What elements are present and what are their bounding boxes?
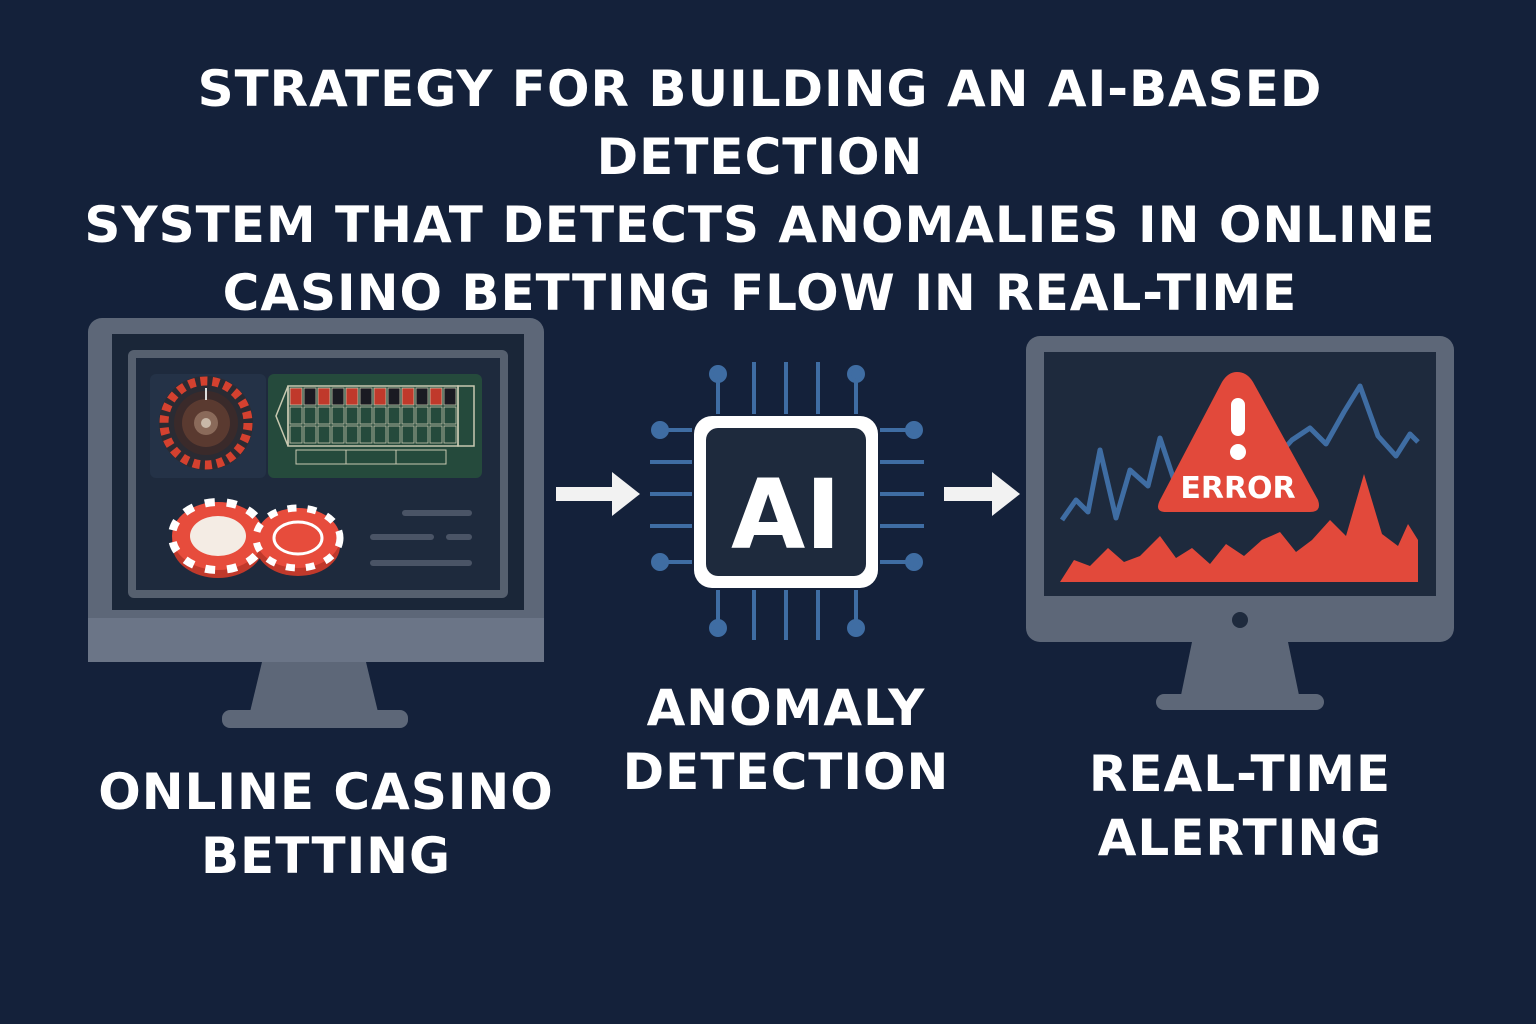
table-cell xyxy=(303,406,317,425)
table-cell xyxy=(359,387,373,406)
table-cell xyxy=(331,406,345,425)
step-label-real-time-alerting: REAL-TIME ALERTING xyxy=(1040,742,1440,870)
table-cell xyxy=(415,425,429,444)
table-cell xyxy=(331,387,345,406)
table-cell xyxy=(317,425,331,444)
step-label-line: ONLINE CASINO xyxy=(98,763,554,821)
title-line: STRATEGY FOR BUILDING AN AI-BASED DETECT… xyxy=(197,60,1323,186)
table-cell xyxy=(331,425,345,444)
table-cell xyxy=(429,425,443,444)
table-cell xyxy=(373,406,387,425)
circuit-pad xyxy=(651,553,669,571)
table-cell xyxy=(289,406,303,425)
title-line: CASINO BETTING FLOW IN REAL-TIME xyxy=(222,264,1298,322)
text-line-placeholders xyxy=(370,510,472,566)
table-cell xyxy=(373,387,387,406)
anomaly-area xyxy=(1060,474,1418,582)
table-cell xyxy=(443,406,457,425)
alert-monitor-icon: ERROR xyxy=(1026,336,1454,710)
table-cell xyxy=(443,387,457,406)
table-cell xyxy=(429,406,443,425)
arrow-icon xyxy=(944,472,1020,516)
table-cell xyxy=(401,425,415,444)
table-cell xyxy=(401,387,415,406)
table-cell xyxy=(387,425,401,444)
roulette-wheel-icon xyxy=(159,376,253,470)
table-cell xyxy=(345,387,359,406)
table-cell xyxy=(317,387,331,406)
title-line: SYSTEM THAT DETECTS ANOMALIES IN ONLINE xyxy=(84,196,1436,254)
table-cell xyxy=(415,387,429,406)
roulette-table-icon xyxy=(268,374,482,478)
poker-chip-icon xyxy=(252,504,344,576)
circuit-pad xyxy=(847,619,865,637)
table-cell xyxy=(443,425,457,444)
table-cell xyxy=(303,387,317,406)
arrow-icon xyxy=(556,472,640,516)
step-label-line: ALERTING xyxy=(1097,809,1383,867)
table-cell xyxy=(401,406,415,425)
circuit-pad xyxy=(905,421,923,439)
step-label-line: ANOMALY xyxy=(646,679,926,737)
table-cell xyxy=(345,425,359,444)
table-cell xyxy=(429,387,443,406)
table-cell xyxy=(289,425,303,444)
circuit-pad xyxy=(709,619,727,637)
table-cell xyxy=(387,406,401,425)
chip-label: AI xyxy=(731,459,841,571)
table-cell xyxy=(415,406,429,425)
step-label-line: DETECTION xyxy=(622,743,950,801)
page-title: STRATEGY FOR BUILDING AN AI-BASED DETECT… xyxy=(40,55,1480,327)
warning-triangle-icon: ERROR xyxy=(1158,372,1319,512)
table-cell xyxy=(387,387,401,406)
circuit-pad xyxy=(651,421,669,439)
table-cell xyxy=(317,406,331,425)
table-cell xyxy=(345,406,359,425)
step-label-anomaly-detection: ANOMALY DETECTION xyxy=(586,676,986,804)
table-cell xyxy=(373,425,387,444)
table-cell xyxy=(359,425,373,444)
poker-chip-icon xyxy=(168,498,268,578)
alert-label: ERROR xyxy=(1180,471,1295,506)
circuit-pad xyxy=(905,553,923,571)
ai-chip-icon: AI xyxy=(650,362,924,640)
table-cell xyxy=(359,406,373,425)
step-label-line: BETTING xyxy=(200,827,452,885)
casino-monitor-icon xyxy=(88,318,544,728)
circuit-pad xyxy=(847,365,865,383)
table-cell xyxy=(303,425,317,444)
step-label-line: REAL-TIME xyxy=(1088,745,1392,803)
circuit-pad xyxy=(709,365,727,383)
table-cell xyxy=(289,387,303,406)
step-label-online-casino-betting: ONLINE CASINO BETTING xyxy=(96,760,556,888)
